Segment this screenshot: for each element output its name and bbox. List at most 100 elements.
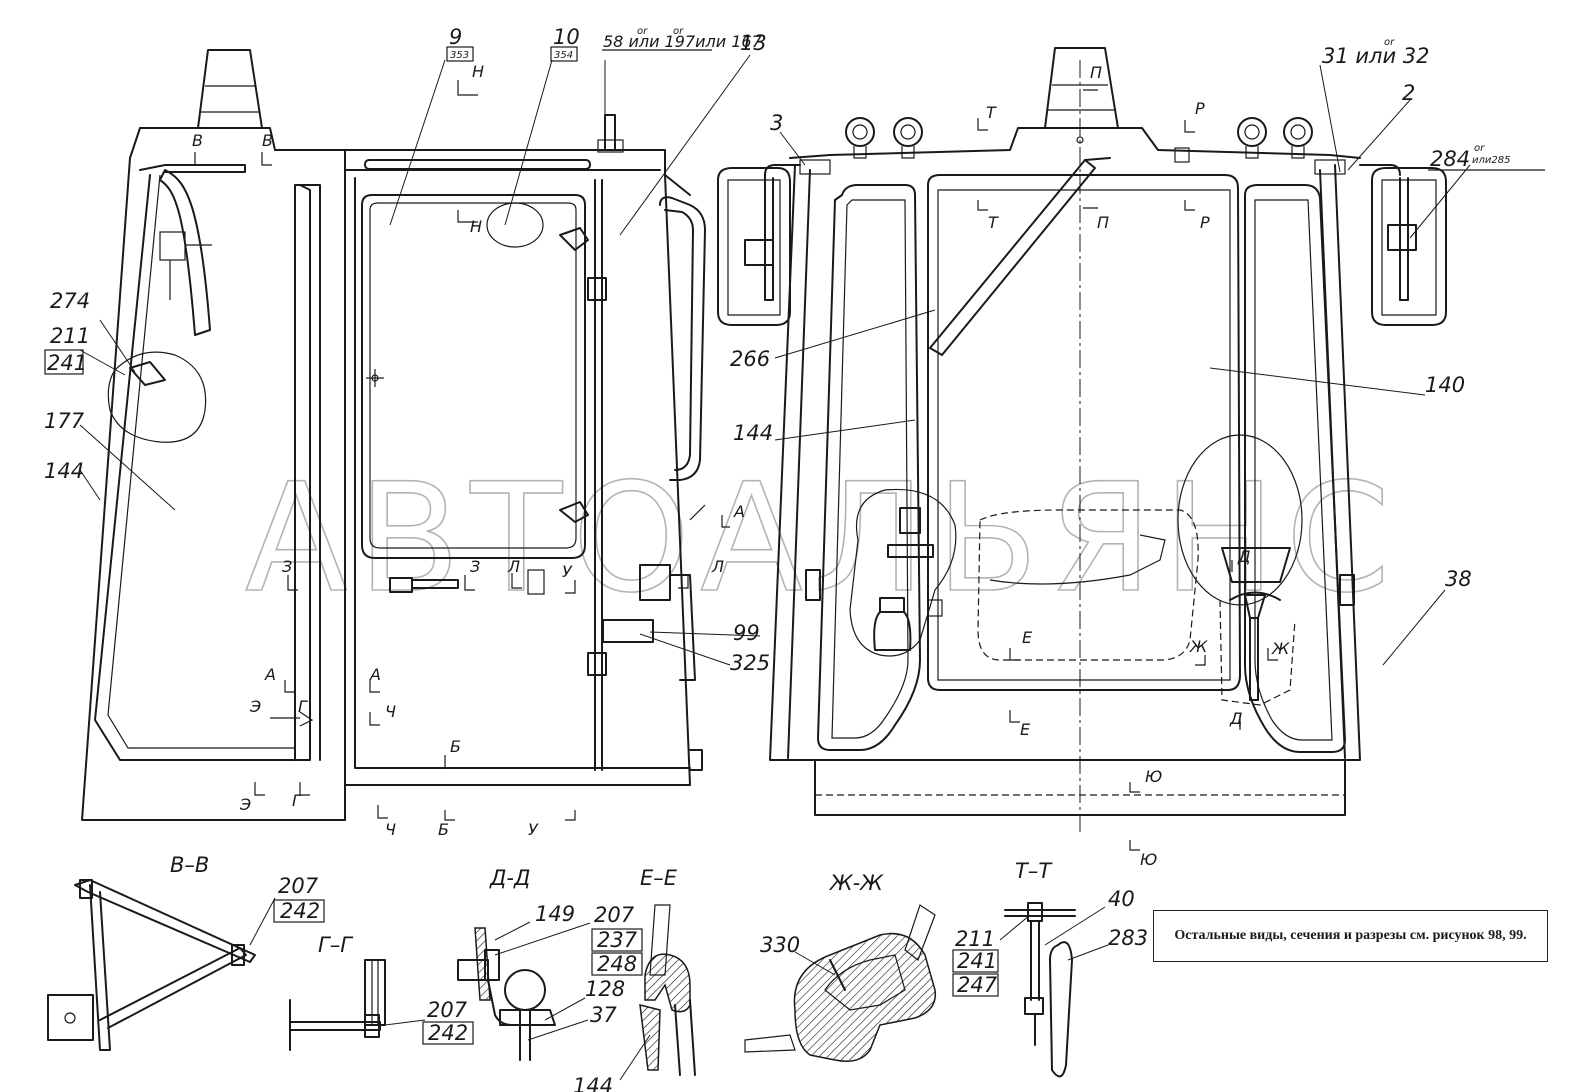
left-leaders xyxy=(79,54,761,666)
dd-37-label: 37 xyxy=(590,1003,617,1027)
vv-242-label: 242 xyxy=(280,899,320,923)
part-325-label: 325 xyxy=(730,651,770,675)
part-284-label: 284 xyxy=(1430,147,1470,171)
zh-330-label: 330 xyxy=(760,933,800,957)
svg-text:У: У xyxy=(528,820,539,839)
part-140-label: 140 xyxy=(1425,373,1465,397)
right-view-labels: 31 или 32 or 3 2 284 or или285 266 140 1… xyxy=(730,37,1545,869)
part-38-label: 38 xyxy=(1445,567,1472,591)
svg-text:Р: Р xyxy=(1195,99,1205,118)
svg-text:Г: Г xyxy=(298,697,308,716)
dd-149-label: 149 xyxy=(535,902,575,926)
svg-text:Б: Б xyxy=(438,820,449,839)
view-dd-title: Д-Д xyxy=(489,866,530,890)
svg-text:У: У xyxy=(562,562,573,581)
svg-text:Г: Г xyxy=(292,791,302,810)
svg-text:or: or xyxy=(637,26,648,37)
svg-text:Ю: Ю xyxy=(1145,767,1162,786)
view-tt-title: Т–Т xyxy=(1015,859,1053,883)
svg-text:Ж: Ж xyxy=(1271,639,1290,658)
part-274-label: 274 xyxy=(50,289,90,313)
part-13-label: 13 xyxy=(740,31,767,55)
dd-128-label: 128 xyxy=(585,977,625,1001)
part-241-label: 241 xyxy=(47,351,87,375)
svg-text:В: В xyxy=(262,131,273,150)
watermark-text: АВТОАЛЬЯНС xyxy=(245,452,1400,626)
gg-242-label: 242 xyxy=(428,1021,468,1045)
cab-front-view xyxy=(717,47,1447,835)
detail-gg: Г–Г 207 242 xyxy=(289,933,474,1051)
svg-text:А: А xyxy=(369,665,381,684)
svg-text:Н: Н xyxy=(472,62,484,81)
svg-text:Н: Н xyxy=(470,217,482,236)
svg-text:З: З xyxy=(282,557,292,576)
view-ee-title: Е–Е xyxy=(640,866,678,890)
svg-text:354: 354 xyxy=(554,50,573,61)
view-vv-title: В–В xyxy=(170,853,209,877)
detail-tt: Т–Т 40 283 211 241 247 xyxy=(952,859,1148,1078)
svg-text:В: В xyxy=(192,131,203,150)
svg-text:353: 353 xyxy=(450,50,469,61)
part-2-label: 2 xyxy=(1402,81,1415,105)
svg-text:or: or xyxy=(1474,143,1485,154)
detail-ee: Е–Е 144 xyxy=(573,866,696,1092)
part-266-label: 266 xyxy=(730,347,770,371)
part-10-label: 10 xyxy=(553,25,580,49)
part-31-label: 31 или 32 xyxy=(1322,44,1430,68)
part-177-label: 177 xyxy=(44,409,85,433)
svg-text:П: П xyxy=(1097,213,1109,232)
dd-237-label: 237 xyxy=(597,928,638,952)
svg-text:Т: Т xyxy=(986,103,997,122)
beacon-lamp-front xyxy=(1044,47,1119,129)
svg-text:А: А xyxy=(264,665,276,684)
svg-text:Ж: Ж xyxy=(1189,637,1208,656)
svg-text:А: А xyxy=(733,502,745,521)
part-58-label: 58 или 197или 167 xyxy=(603,32,763,51)
right-section-marks xyxy=(977,89,1278,851)
part-144-label: 144 xyxy=(44,459,84,483)
svg-text:Ч: Ч xyxy=(385,820,396,839)
left-section-marks xyxy=(194,80,730,821)
ee-144-label: 144 xyxy=(573,1074,613,1092)
right-leaders xyxy=(774,64,1471,666)
left-view-labels: 9 353 10 354 58 или 197или 167 or or 13 … xyxy=(44,25,770,839)
svg-text:Д: Д xyxy=(1237,547,1251,566)
svg-text:Э: Э xyxy=(249,697,261,716)
part-211-label: 211 xyxy=(50,324,90,348)
svg-text:Б: Б xyxy=(450,737,461,756)
view-gg-title: Г–Г xyxy=(318,933,354,957)
svg-text:or: or xyxy=(673,26,684,37)
svg-text:Ч: Ч xyxy=(385,702,396,721)
part-144-front-label: 144 xyxy=(733,421,773,445)
svg-text:or: or xyxy=(1384,37,1395,48)
dd-207-label: 207 xyxy=(594,903,635,927)
detail-zhzh: Ж-Ж 330 xyxy=(744,871,937,1062)
svg-text:Л: Л xyxy=(711,557,724,576)
svg-text:З: З xyxy=(470,557,480,576)
svg-text:Р: Р xyxy=(1200,213,1210,232)
detail-vv: В–В 207 242 xyxy=(47,853,325,1051)
part-9-label: 9 xyxy=(449,25,462,49)
part-3-label: 3 xyxy=(770,111,783,135)
view-zhzh-title: Ж-Ж xyxy=(828,871,884,895)
cab-side-view xyxy=(81,49,706,821)
beacon-lamp xyxy=(197,49,263,129)
svg-text:Э: Э xyxy=(239,795,251,814)
svg-text:Е: Е xyxy=(1020,720,1031,739)
detail-dd: Д-Д 149 207 237 248 128 37 xyxy=(457,866,643,1061)
dd-248-label: 248 xyxy=(597,952,637,976)
tt-40-label: 40 xyxy=(1108,887,1135,911)
svg-text:или285: или285 xyxy=(1472,155,1510,166)
tt-241-label: 241 xyxy=(957,949,997,973)
vv-207-label: 207 xyxy=(278,874,319,898)
tt-211-label: 211 xyxy=(955,927,995,951)
svg-text:Е: Е xyxy=(1022,628,1033,647)
svg-text:П: П xyxy=(1090,63,1102,82)
reference-note: Остальные виды, сечения и разрезы см. ри… xyxy=(1153,910,1548,962)
tt-247-label: 247 xyxy=(957,973,998,997)
svg-text:Т: Т xyxy=(988,213,999,232)
svg-text:Ю: Ю xyxy=(1140,850,1157,869)
tt-283-label: 283 xyxy=(1108,926,1148,950)
part-99-label: 99 xyxy=(733,621,760,645)
